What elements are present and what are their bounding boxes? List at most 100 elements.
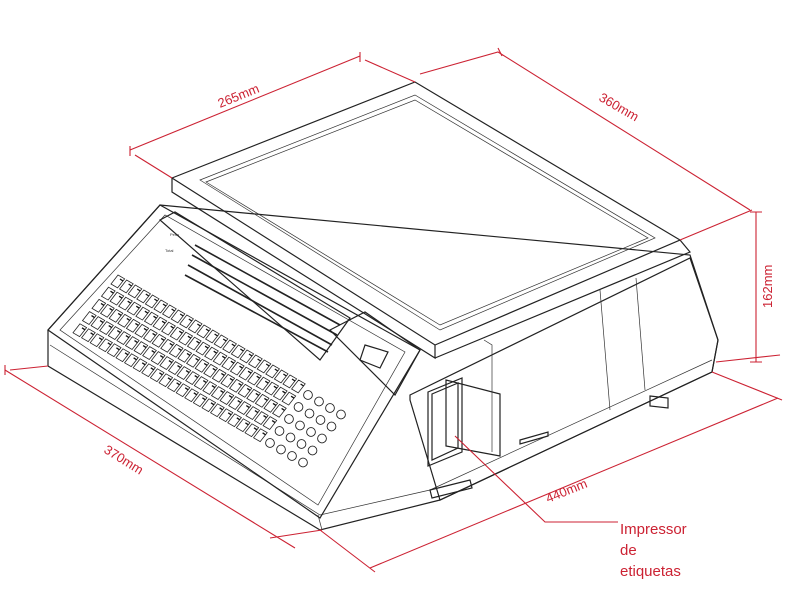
keypad-key — [247, 354, 263, 369]
keypad-key — [263, 398, 279, 413]
numeric-key — [307, 445, 318, 456]
keypad-key — [81, 311, 97, 325]
key-mark — [124, 352, 129, 356]
keypad-key — [117, 313, 132, 328]
keypad-key — [219, 391, 235, 405]
keypad-key — [141, 363, 156, 378]
keypad-key — [150, 351, 166, 365]
key-mark — [256, 375, 261, 379]
keypad-key — [125, 318, 141, 333]
keypad-key — [212, 351, 228, 366]
keypad-key — [228, 378, 244, 393]
keypad-key — [187, 319, 203, 334]
keypad-key — [167, 361, 183, 375]
key-mark — [154, 298, 158, 302]
keypad-key — [253, 411, 269, 425]
numeric-key — [285, 432, 296, 443]
keypad-key — [238, 366, 254, 381]
key-mark — [177, 365, 181, 369]
key-mark — [239, 365, 243, 369]
keypad-key — [235, 418, 251, 433]
keypad-key — [98, 338, 113, 353]
key-mark — [127, 300, 132, 304]
key-mark — [153, 315, 157, 319]
keypad-key — [247, 371, 262, 386]
keypad-key — [262, 416, 278, 430]
key-mark — [246, 387, 251, 391]
key-mark — [107, 342, 112, 346]
numeric-key — [284, 414, 294, 424]
callout-line-1: Impressor — [620, 521, 687, 538]
key-mark — [125, 335, 130, 339]
key-mark — [240, 348, 244, 352]
dimension-360mm: 360mm — [597, 90, 642, 125]
keypad-key — [179, 314, 194, 329]
key-mark — [274, 368, 279, 372]
key-mark — [126, 317, 131, 321]
key-mark — [128, 283, 132, 287]
keypad-key — [107, 326, 123, 340]
callout-line-3: etiquetas — [620, 563, 681, 580]
key-mark — [91, 315, 95, 319]
keypad-key — [237, 383, 253, 398]
keypad-key — [99, 303, 115, 318]
key-mark — [134, 340, 138, 344]
keypad-key — [192, 393, 208, 408]
key-mark — [184, 387, 189, 391]
numeric-key — [336, 409, 346, 420]
keypad-key — [271, 403, 287, 418]
key-mark — [245, 405, 250, 409]
key-mark — [197, 323, 201, 327]
keypad-key — [184, 388, 199, 403]
keypad-key — [228, 396, 243, 410]
keypad-key — [196, 324, 212, 339]
keypad-key — [222, 339, 237, 354]
label-printer — [427, 339, 549, 467]
numeric-key — [325, 403, 335, 413]
key-mark — [188, 318, 193, 322]
keypad-key — [264, 381, 280, 396]
key-mark — [81, 327, 86, 331]
keypad-key — [149, 368, 165, 383]
key-mark — [118, 295, 123, 299]
keypad-key — [204, 346, 219, 361]
key-mark — [143, 327, 148, 331]
numeric-key — [296, 439, 307, 449]
keypad-key — [185, 353, 201, 368]
keypad-key — [108, 308, 124, 323]
keypad-key — [210, 386, 226, 400]
keypad-key — [144, 294, 160, 309]
keypad-key — [166, 378, 182, 393]
key-mark — [264, 397, 268, 401]
key-mark — [247, 370, 252, 374]
key-mark — [100, 302, 105, 306]
key-mark — [257, 358, 261, 362]
key-mark — [186, 352, 191, 356]
key-mark — [264, 380, 269, 384]
key-mark — [98, 337, 103, 341]
key-mark — [262, 432, 266, 436]
keypad-key — [244, 423, 260, 438]
keypad-key — [255, 376, 271, 391]
dimension-162mm: 162mm — [760, 265, 775, 308]
keypad-key — [109, 291, 125, 306]
key-mark — [116, 347, 120, 351]
key-mark — [169, 342, 174, 346]
svg-text:Total: Total — [165, 248, 174, 253]
keypad-key — [236, 401, 252, 415]
numeric-key — [293, 402, 304, 412]
keypad-key — [118, 279, 134, 294]
numeric-key — [298, 457, 308, 468]
dimension-370mm: 370mm — [101, 442, 146, 478]
key-mark — [151, 350, 156, 354]
key-mark — [237, 400, 242, 404]
keypad-key — [220, 373, 236, 388]
key-mark — [179, 313, 184, 317]
numeric-key — [274, 426, 285, 436]
key-mark — [195, 357, 199, 361]
keypad-key — [175, 383, 191, 398]
key-mark — [211, 385, 216, 389]
keypad-key — [272, 386, 288, 401]
keypad-key — [252, 428, 268, 443]
keypad-key — [136, 289, 151, 304]
